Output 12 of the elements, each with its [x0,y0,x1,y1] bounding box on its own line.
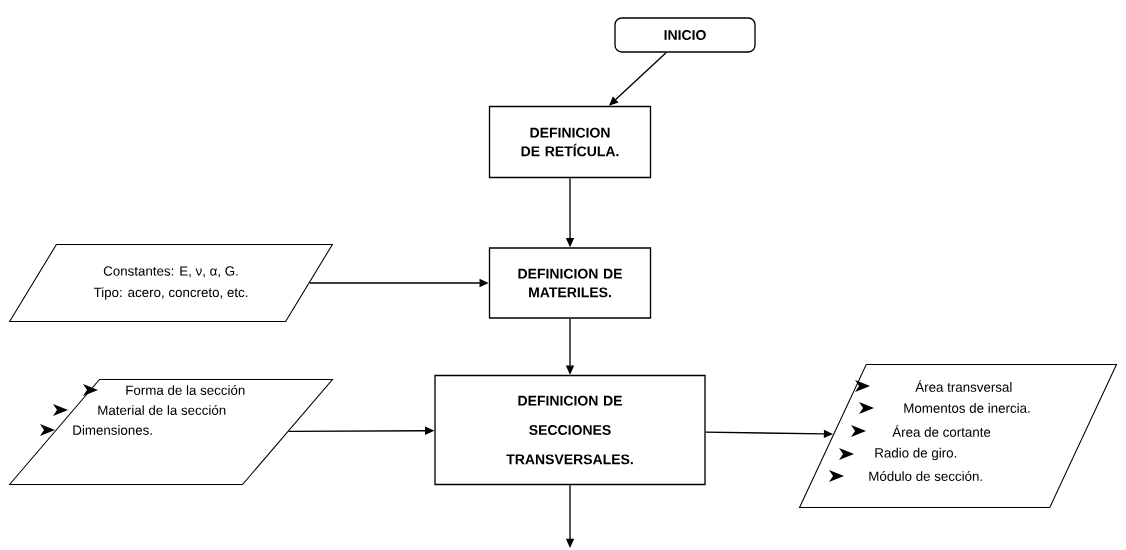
list-item: Módulo de sección. [869,471,982,481]
list-item: Material de la sección [98,405,226,415]
process-box: DEFINICION DE RETÍCULA. [488,105,652,179]
process-box: DEFINICION DE MATERILES. [488,247,652,319]
list-item: Forma de la sección [126,385,245,395]
start-box: INICIO [614,17,756,53]
process-box: DEFINICION DE SECCIONES TRANSVERSALES. [434,374,706,486]
list-item: Momentos de inercia. [904,403,1030,413]
list-item: Área transversal [915,380,1012,392]
list-item: Radio de giro. [875,447,957,461]
list-item: Dimensiones. [73,425,152,435]
list-item: Área de cortante [892,425,991,437]
